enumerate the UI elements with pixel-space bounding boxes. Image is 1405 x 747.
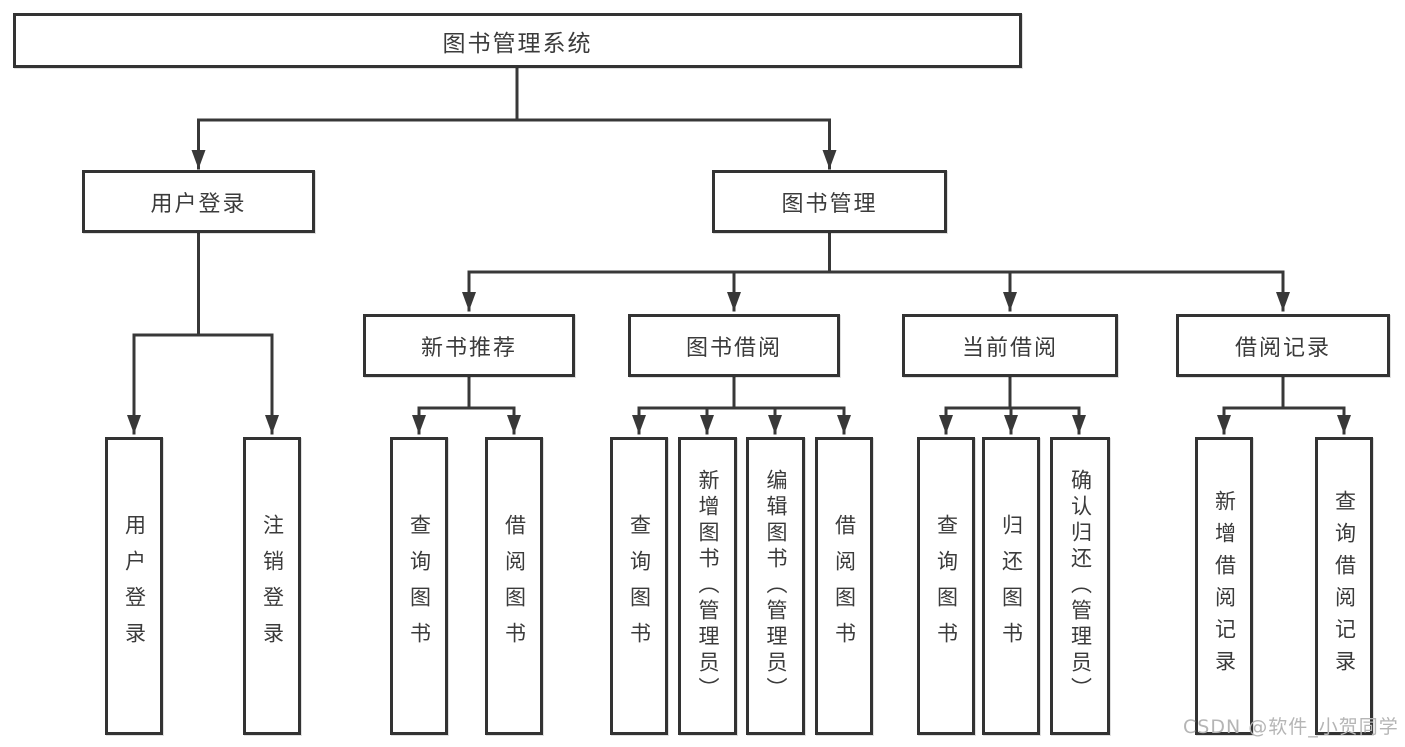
csdn-watermark: CSDN @软件_小贺同学 bbox=[1183, 716, 1399, 738]
leaf-nb-borrow-books: 借阅图书 bbox=[485, 437, 543, 735]
leaf-br-query-record: 查询借阅记录 bbox=[1315, 437, 1373, 735]
leaf-bb-edit-books-admin: 编辑图书（管理员） bbox=[746, 437, 805, 735]
leaf-bb-borrow-books: 借阅图书 bbox=[815, 437, 873, 735]
leaf-cb-confirm-return-admin: 确认归还（管理员） bbox=[1050, 437, 1110, 735]
leaf-bb-add-books-admin: 新增图书（管理员） bbox=[678, 437, 737, 735]
edge-user-login-rail bbox=[132, 231, 274, 337]
edge-new-book-rail bbox=[417, 375, 516, 410]
node-library-management-system: 图书管理系统 bbox=[13, 13, 1022, 68]
leaf-cb-return-books: 归还图书 bbox=[982, 437, 1040, 735]
leaf-logout: 注销登录 bbox=[243, 437, 301, 735]
node-new-book-recommend: 新书推荐 bbox=[363, 314, 575, 377]
leaf-cb-query-books: 查询图书 bbox=[917, 437, 975, 735]
node-book-management: 图书管理 bbox=[712, 170, 947, 233]
node-borrow-records: 借阅记录 bbox=[1176, 314, 1390, 377]
leaf-br-add-record: 新增借阅记录 bbox=[1195, 437, 1253, 735]
edge-book-management-rail bbox=[467, 231, 1285, 274]
edge-book-borrowing-rail bbox=[637, 375, 846, 410]
leaf-bb-query-books: 查询图书 bbox=[610, 437, 668, 735]
edge-current-borrowing-rail bbox=[944, 375, 1081, 410]
leaf-user-login: 用户登录 bbox=[105, 437, 163, 735]
edge-borrow-records-rail bbox=[1222, 375, 1346, 410]
leaf-nb-query-books: 查询图书 bbox=[390, 437, 448, 735]
node-user-login: 用户登录 bbox=[82, 170, 315, 233]
node-book-borrowing: 图书借阅 bbox=[628, 314, 840, 377]
node-current-borrowing: 当前借阅 bbox=[902, 314, 1118, 377]
edge-root-rail bbox=[197, 66, 831, 122]
